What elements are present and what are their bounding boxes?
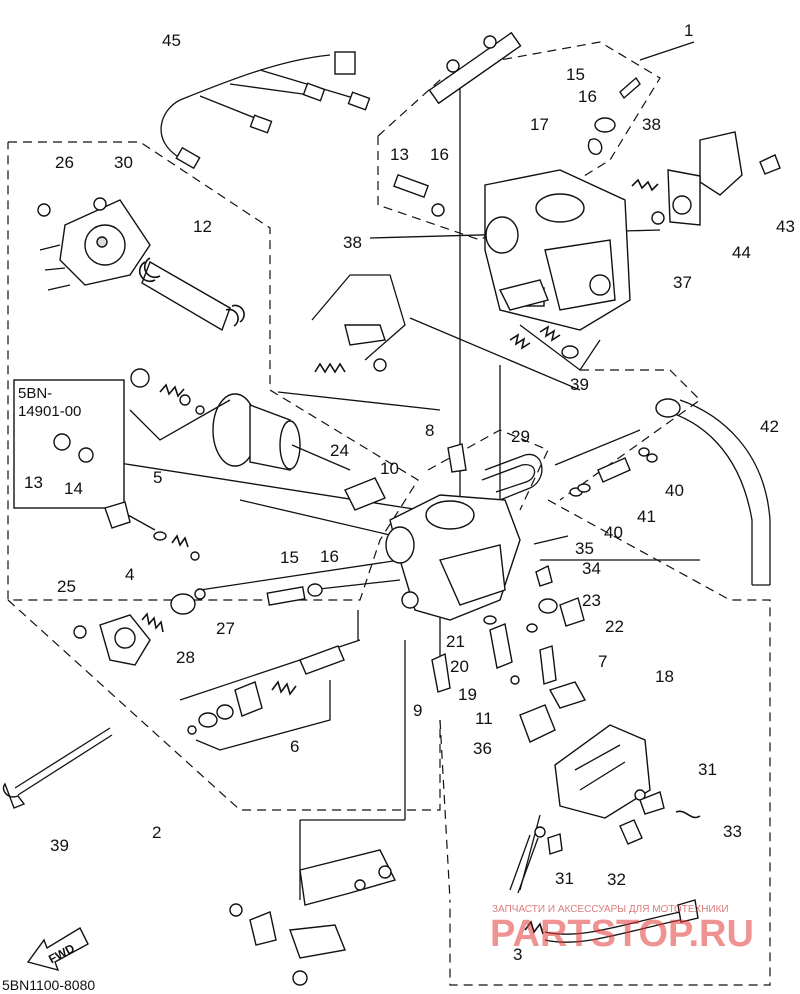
callout-37: 37 [673,273,692,292]
callout-16a: 16 [578,87,597,106]
callout-9: 9 [413,701,422,720]
watermark-logo: ЗАПЧАСТИ И АКСЕССУАРЫ ДЛЯ МОТОТЕХНИКИ PA… [490,904,754,955]
callout-12: 12 [193,217,212,236]
callout-27: 27 [216,619,235,638]
callout-39b: 39 [50,836,69,855]
callout-18: 18 [655,667,674,686]
top-right-small-parts [587,76,781,226]
callout-31a: 31 [698,760,717,779]
callout-19: 19 [458,685,477,704]
callout-33: 33 [723,822,742,841]
callout-32: 32 [607,870,626,889]
bracket-38 [311,274,406,374]
watermark-title: PARTSTOP.RU [490,913,754,955]
catalog-code: 5BN1100-8080 [2,977,95,993]
callout-3: 3 [513,945,522,964]
throttle-bracket-2 [229,849,397,986]
callout-16c: 16 [320,547,339,566]
callout-23: 23 [582,591,601,610]
fwd-arrow: FWD [26,927,89,972]
callout-38a: 38 [642,115,661,134]
starter-plunger-housing [37,197,245,332]
drain-screw-group [509,791,701,943]
callout-7: 7 [598,652,607,671]
callout-21: 21 [446,632,465,651]
callout-15a: 15 [566,65,585,84]
callout-34: 34 [582,559,601,578]
callout-24: 24 [330,441,349,460]
callout-39a: 39 [570,375,589,394]
kit-code-line1: 5BN- [18,385,52,402]
callout-28: 28 [176,648,195,667]
callout-5: 5 [153,468,162,487]
callout-8: 8 [425,421,434,440]
callout-45: 45 [162,31,181,50]
callout-41: 41 [637,507,656,526]
needle-valve-group-6 [187,645,345,751]
lower-jet-parts [266,583,323,606]
vacuum-piston-24 [129,368,351,471]
callout-25: 25 [57,577,76,596]
callout-42: 42 [760,417,779,436]
callout-10: 10 [380,459,399,478]
callout-2: 2 [152,823,161,842]
callout-44: 44 [732,243,751,262]
watermark-subtitle: ЗАПЧАСТИ И АКСЕССУАРЫ ДЛЯ МОТОТЕХНИКИ [492,904,729,915]
callout-4: 4 [125,565,134,584]
callout-17: 17 [530,115,549,134]
callout-15b: 15 [280,548,299,567]
callout-26: 26 [55,153,74,172]
callout-13b: 13 [24,473,43,492]
pilot-screw-group [73,501,206,666]
callout-labels: 1 2 3 4 5 6 7 8 9 10 11 12 13 13 14 15 1… [24,21,795,964]
kit-code-line2: 14901-00 [18,403,81,420]
callout-20: 20 [450,657,469,676]
callout-30: 30 [114,153,133,172]
callout-14: 14 [64,479,83,498]
callout-43: 43 [776,217,795,236]
wire-harness-45 [160,51,371,170]
callout-1: 1 [684,21,693,40]
fittings-40-41 [569,447,658,497]
throttle-shaft-39 [2,727,113,809]
callout-6: 6 [290,737,299,756]
callout-11: 11 [475,709,493,728]
spring-group-39 [498,279,601,371]
callout-16b: 16 [430,145,449,164]
hose-29 [481,453,543,501]
carburetor-body-bottom [385,494,521,621]
callout-35: 35 [575,539,594,558]
kit-code: 5BN- 14901-00 [18,385,81,420]
needle-jet-10 [344,443,467,511]
callout-31b: 31 [555,869,574,888]
callout-29: 29 [511,427,530,446]
callout-13a: 13 [390,145,409,164]
upper-jet-parts [393,173,445,217]
float-bowl-18 [554,724,651,819]
callout-36: 36 [473,739,492,758]
kit-box [13,379,125,509]
callout-40b: 40 [604,523,623,542]
callout-40a: 40 [665,481,684,500]
hose-42 [655,398,771,586]
float-parts [431,535,587,743]
callout-22: 22 [605,617,624,636]
callout-38b: 38 [343,233,362,252]
group-outlines [7,41,771,986]
